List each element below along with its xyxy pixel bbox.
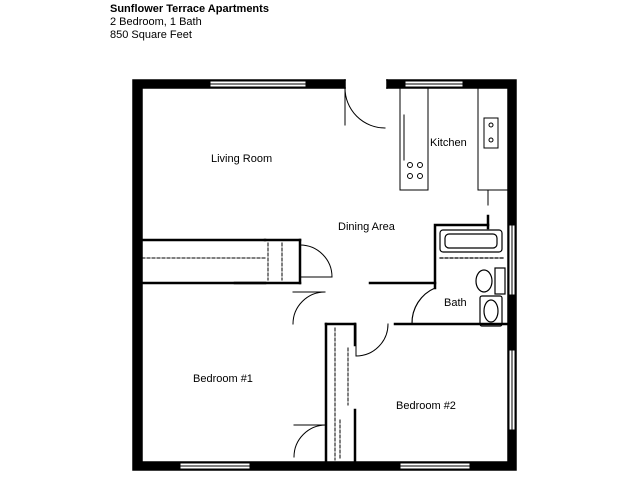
property-title: Sunflower Terrace Apartments bbox=[110, 3, 269, 15]
bedroom2-label: Bedroom #2 bbox=[396, 400, 456, 412]
dining-area-label: Dining Area bbox=[338, 221, 396, 233]
unit-type: 2 Bedroom, 1 Bath bbox=[110, 16, 202, 28]
windows bbox=[179, 80, 516, 470]
kitchen-counters bbox=[399, 87, 509, 206]
unit-area: 850 Square Feet bbox=[110, 29, 192, 41]
living-room-label: Living Room bbox=[211, 153, 272, 165]
interior-doors bbox=[292, 244, 389, 458]
interior-walls bbox=[140, 238, 510, 464]
kitchen-label: Kitchen bbox=[430, 137, 467, 149]
plan-header: Sunflower Terrace Apartments 2 Bedroom, … bbox=[110, 3, 269, 42]
closets bbox=[141, 242, 349, 461]
bathroom-fixtures bbox=[411, 214, 506, 327]
bedroom1-label: Bedroom #1 bbox=[193, 373, 253, 385]
bath-label: Bath bbox=[444, 297, 467, 309]
entry-door bbox=[344, 87, 386, 129]
